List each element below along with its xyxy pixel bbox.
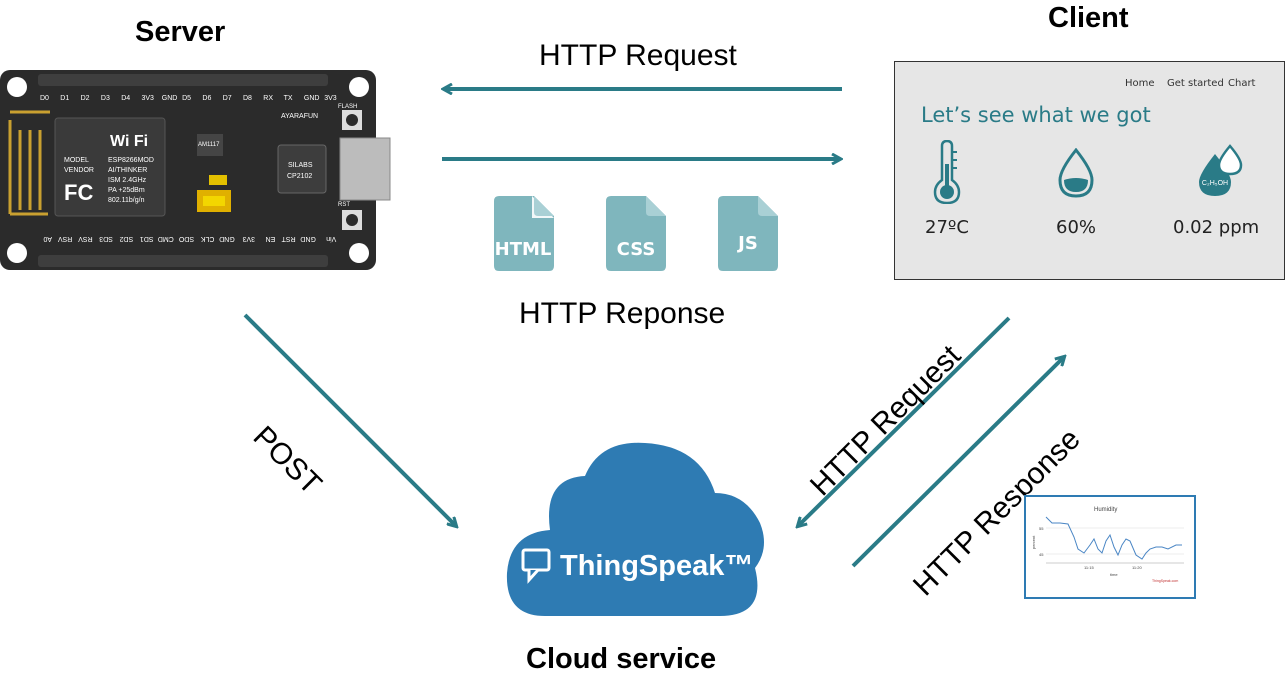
mini-chart-ytick-55: 55 bbox=[1039, 526, 1044, 531]
pin-label-top: 3V3 bbox=[142, 95, 155, 102]
ethanol-drops-icon: C₂H₅OH bbox=[1199, 144, 1243, 196]
cloud-response-arrow bbox=[851, 357, 1064, 568]
cloud-request-arrow bbox=[798, 316, 1011, 526]
client-webpage: Home Get started Chart Let’s see what we… bbox=[894, 61, 1285, 280]
css-file-icon: CSS bbox=[606, 196, 666, 271]
chip-line-1: SILABS bbox=[288, 162, 313, 169]
pin-label-bottom: RST bbox=[281, 235, 296, 242]
http-request-label-top: HTTP Request bbox=[539, 39, 737, 72]
nodemcu-board: MODEL VENDOR Wi Fi FC ESP8266MOD AI/THIN… bbox=[0, 70, 391, 270]
http-response-label-top: HTTP Reponse bbox=[519, 297, 726, 330]
thingspeak-cloud: ThingSpeak™ bbox=[506, 442, 764, 616]
pin-label-top: RX bbox=[263, 95, 273, 102]
pin-label-bottom: GND bbox=[219, 235, 235, 242]
nav-chart[interactable]: Chart bbox=[1228, 78, 1256, 89]
vendor-label: VENDOR bbox=[64, 167, 94, 174]
mini-chart-credit: ThingSpeak.com bbox=[1152, 579, 1178, 583]
chip-line-2: CP2102 bbox=[287, 173, 312, 180]
pin-label-top: D3 bbox=[101, 95, 110, 102]
pin-label-top: D2 bbox=[81, 95, 90, 102]
flash-label: FLASH bbox=[338, 104, 357, 110]
mini-chart-xtick-2: 11:20 bbox=[1132, 565, 1142, 570]
js-file-label: JS bbox=[738, 233, 758, 254]
pin-label-top: GND bbox=[304, 95, 320, 102]
pin-label-bottom: SD3 bbox=[99, 235, 113, 242]
html-file-label: HTML bbox=[494, 239, 552, 260]
pin-label-bottom: SD2 bbox=[119, 235, 133, 242]
pin-label-top: D5 bbox=[182, 95, 191, 102]
pin-label-top: 3V3 bbox=[324, 95, 337, 102]
module-line-1: ESP8266MOD bbox=[108, 157, 154, 164]
pin-label-bottom: A0 bbox=[43, 235, 52, 242]
pin-label-top: D4 bbox=[121, 95, 130, 102]
regulator-label: AM1117 bbox=[198, 142, 220, 148]
module-line-2: AI/THINKER bbox=[108, 167, 147, 174]
pin-label-bottom: SD1 bbox=[140, 235, 154, 242]
mini-chart-xtick-1: 11:15 bbox=[1084, 565, 1094, 570]
module-line-3: ISM 2.4GHz bbox=[108, 177, 147, 184]
pin-label-top: GND bbox=[162, 95, 178, 102]
thermometer-icon bbox=[933, 140, 961, 204]
client-headline: Let’s see what we got bbox=[921, 103, 1151, 127]
mini-chart-line bbox=[1045, 516, 1182, 560]
pin-label-bottom: CLK bbox=[200, 235, 214, 242]
mini-chart-ylabel: percent bbox=[1031, 535, 1036, 549]
cloud-title: Cloud service bbox=[526, 643, 717, 675]
rst-label: RST bbox=[338, 202, 350, 208]
ethanol-formula: C₂H₅OH bbox=[1202, 180, 1228, 187]
mini-chart-ytick-45: 45 bbox=[1039, 552, 1044, 557]
post-arrow bbox=[243, 313, 456, 526]
mini-chart-xlabel: time bbox=[1110, 572, 1118, 577]
css-file-label: CSS bbox=[616, 239, 656, 260]
pin-label-top: D0 bbox=[40, 95, 49, 102]
water-drop-icon bbox=[1058, 148, 1094, 198]
temperature-value: 27ºC bbox=[925, 217, 969, 238]
pin-label-top: D7 bbox=[223, 95, 232, 102]
pin-label-bottom: GND bbox=[300, 235, 316, 242]
pin-label-bottom: EN bbox=[266, 235, 276, 242]
nav-home[interactable]: Home bbox=[1125, 78, 1155, 89]
pin-label-bottom: 3V3 bbox=[242, 235, 255, 242]
html-file-icon: HTML bbox=[494, 196, 554, 271]
pin-label-bottom: SDO bbox=[178, 235, 194, 242]
pin-label-bottom: RSV bbox=[58, 235, 73, 242]
pin-label-top: D1 bbox=[60, 95, 69, 102]
pin-label-top: D8 bbox=[243, 95, 252, 102]
thingspeak-brand: ThingSpeak™ bbox=[560, 550, 753, 582]
client-title: Client bbox=[1048, 2, 1129, 34]
wifi-label: Wi Fi bbox=[110, 133, 148, 150]
humidity-value: 60% bbox=[1056, 217, 1097, 238]
module-line-4: PA +25dBm bbox=[108, 187, 145, 194]
ethanol-value: 0.02 ppm bbox=[1173, 217, 1260, 238]
model-label: MODEL bbox=[64, 157, 89, 164]
fc-label: FC bbox=[64, 180, 93, 205]
pin-label-top: TX bbox=[284, 95, 293, 102]
module-line-5: 802.11b/g/n bbox=[108, 197, 145, 204]
pin-label-bottom: RSV bbox=[78, 235, 93, 242]
brand-label: AYARAFUN bbox=[281, 113, 318, 120]
js-file-icon: JS bbox=[718, 196, 778, 271]
server-title: Server bbox=[135, 16, 226, 48]
humidity-chart-card: Humidity percent 55 45 11:15 11:20 time … bbox=[1024, 495, 1196, 599]
nav-get-started[interactable]: Get started bbox=[1167, 78, 1224, 89]
mini-chart-title: Humidity bbox=[1094, 507, 1117, 513]
pin-label-bottom: CMD bbox=[158, 235, 174, 242]
pin-label-top: D6 bbox=[202, 95, 211, 102]
pin-label-bottom: Vin bbox=[326, 235, 336, 242]
